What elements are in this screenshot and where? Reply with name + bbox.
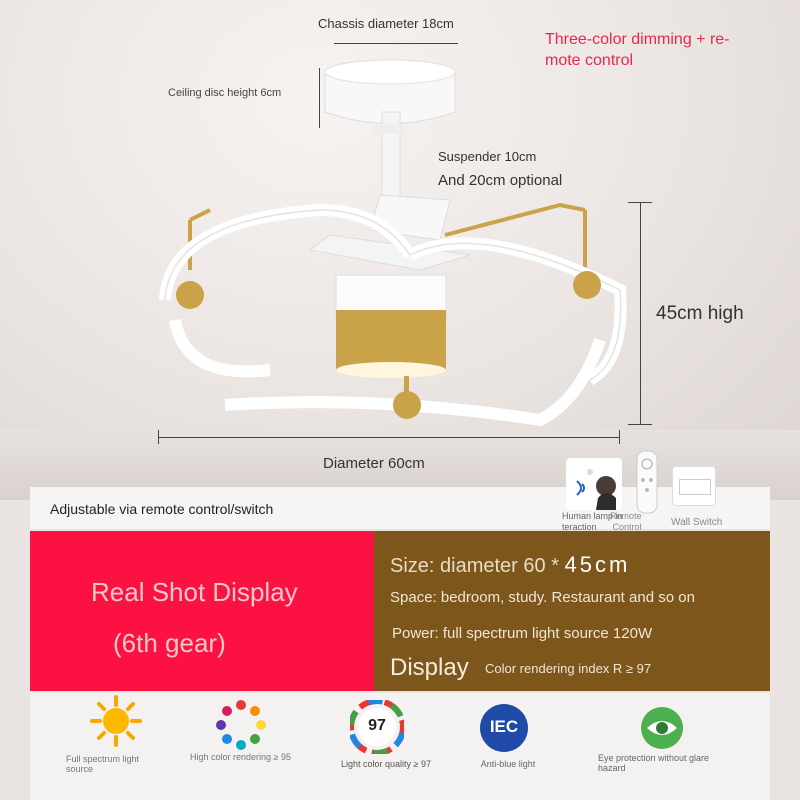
- human-sensor-label-line1: Human lamp in: [562, 511, 623, 521]
- suspender-label: Suspender 10cm: [438, 149, 537, 164]
- wall-switch-icon: [672, 466, 716, 506]
- remote-control-icon: [634, 450, 660, 514]
- ceiling-disc-dimension-line: [319, 68, 320, 128]
- headline-line2: mote control: [545, 52, 634, 69]
- spec-power: Power: full spectrum light source 120W: [392, 625, 653, 642]
- real-shot-title: Real Shot Display: [91, 577, 298, 607]
- headline: Three-color dimming + re- mote control: [545, 29, 730, 71]
- spec-display-label: Display: [390, 654, 469, 681]
- human-sensor-label-line2: teraction: [562, 522, 597, 532]
- chassis-diameter-label: Chassis diameter 18cm: [318, 16, 454, 31]
- spec-size-label: Size: diameter 60 *: [390, 555, 565, 577]
- feature-anti-blue-light: Anti-blue light: [480, 759, 536, 769]
- color-wheel-icon: [216, 700, 266, 755]
- human-sensor-label: Human lamp in teraction: [562, 511, 623, 533]
- spec-size: Size: diameter 60 * 45cm: [390, 552, 630, 578]
- remote-control-label-line2: Control: [612, 522, 642, 532]
- diameter-label: Diameter 60cm: [323, 455, 425, 472]
- suspender-optional-label: And 20cm optional: [438, 172, 563, 189]
- height-label: 45cm high: [656, 303, 744, 324]
- iec-icon: IEC: [480, 704, 528, 752]
- eye-icon: [640, 706, 684, 755]
- feature-light-quality: Light color quality ≥ 97: [341, 759, 431, 769]
- ra97-badge: 97: [368, 717, 386, 734]
- feature-eye-protection: Eye protection without glare hazard: [598, 753, 710, 773]
- ceiling-disc-height-label: Ceiling disc height 6cm: [168, 87, 282, 99]
- real-shot-panel: [30, 531, 374, 691]
- remote-control-label-line1: Remote: [610, 511, 642, 521]
- real-shot-gear: (6th gear): [113, 628, 226, 658]
- human-sensor-icon: [566, 458, 622, 510]
- remote-control-label: Remote Control: [610, 511, 642, 533]
- headline-line1: Three-color dimming + re-: [545, 31, 730, 48]
- height-dimension-cap-bottom: [628, 424, 652, 425]
- spec-space: Space: bedroom, study. Restaurant and so…: [390, 589, 695, 606]
- specs-panel: [374, 531, 770, 691]
- feature-full-spectrum: Full spectrum light source: [66, 754, 140, 774]
- diameter-dimension-cap-right: [619, 430, 620, 444]
- chassis-dimension-line: [334, 43, 458, 44]
- ra97-icon: 97: [348, 698, 406, 759]
- feature-color-rendering: High color rendering ≥ 95: [190, 752, 291, 762]
- iec-badge: IEC: [489, 717, 519, 736]
- spec-size-value: 45cm: [564, 552, 631, 577]
- control-bar-label: Adjustable via remote control/switch: [50, 501, 274, 517]
- height-dimension-cap-top: [628, 202, 652, 203]
- spec-display-value: Color rendering index R ≥ 97: [485, 661, 652, 676]
- wall-switch-label: Wall Switch: [671, 517, 723, 528]
- diameter-dimension-line: [158, 437, 620, 438]
- sun-icon: [90, 695, 142, 752]
- height-dimension-line: [640, 202, 641, 424]
- diameter-dimension-cap-left: [158, 430, 159, 444]
